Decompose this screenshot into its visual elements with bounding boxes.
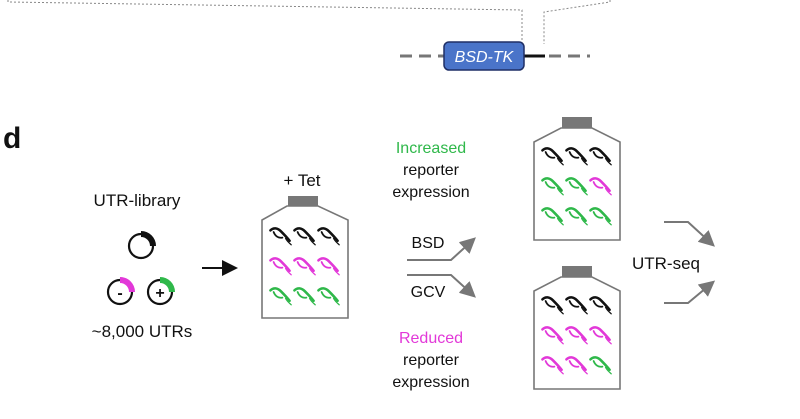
increased-line2: reporter — [403, 162, 460, 179]
plasmid-library-icon — [127, 231, 156, 260]
seq-arrow-top — [664, 221, 715, 247]
gcv-arrow — [407, 274, 476, 298]
bsd-arrow — [407, 237, 476, 261]
seq-arrow-bottom — [664, 280, 716, 304]
bsd-label: BSD — [412, 235, 445, 252]
increased-line1: Increased — [396, 140, 466, 157]
reduced-line2: reporter — [403, 352, 460, 369]
increased-line3: expression — [392, 184, 469, 201]
library-count: ~8,000 UTRs — [92, 322, 193, 341]
bsd-tk-label: BSD-TK — [455, 49, 515, 66]
reduced-line1: Reduced — [399, 330, 463, 347]
svg-text:-: - — [117, 285, 122, 302]
construct-zoom-lines — [7, 0, 611, 44]
library-title: UTR-library — [94, 191, 181, 210]
utr-seq-label: UTR-seq — [632, 254, 700, 273]
svg-text:+: + — [155, 285, 164, 302]
flask-gcv-selected — [533, 266, 621, 390]
flask-bsd-selected — [533, 117, 621, 241]
plasmid-minus-icon: - — [106, 277, 135, 306]
plasmid-plus-icon: + — [146, 277, 175, 306]
panel-letter: d — [3, 122, 21, 155]
culture-flask — [261, 196, 349, 319]
tet-label: + Tet — [283, 171, 320, 190]
gcv-label: GCV — [411, 284, 446, 301]
reduced-line3: expression — [392, 374, 469, 391]
bsd-tk-gene-box: BSD-TK — [443, 41, 525, 71]
